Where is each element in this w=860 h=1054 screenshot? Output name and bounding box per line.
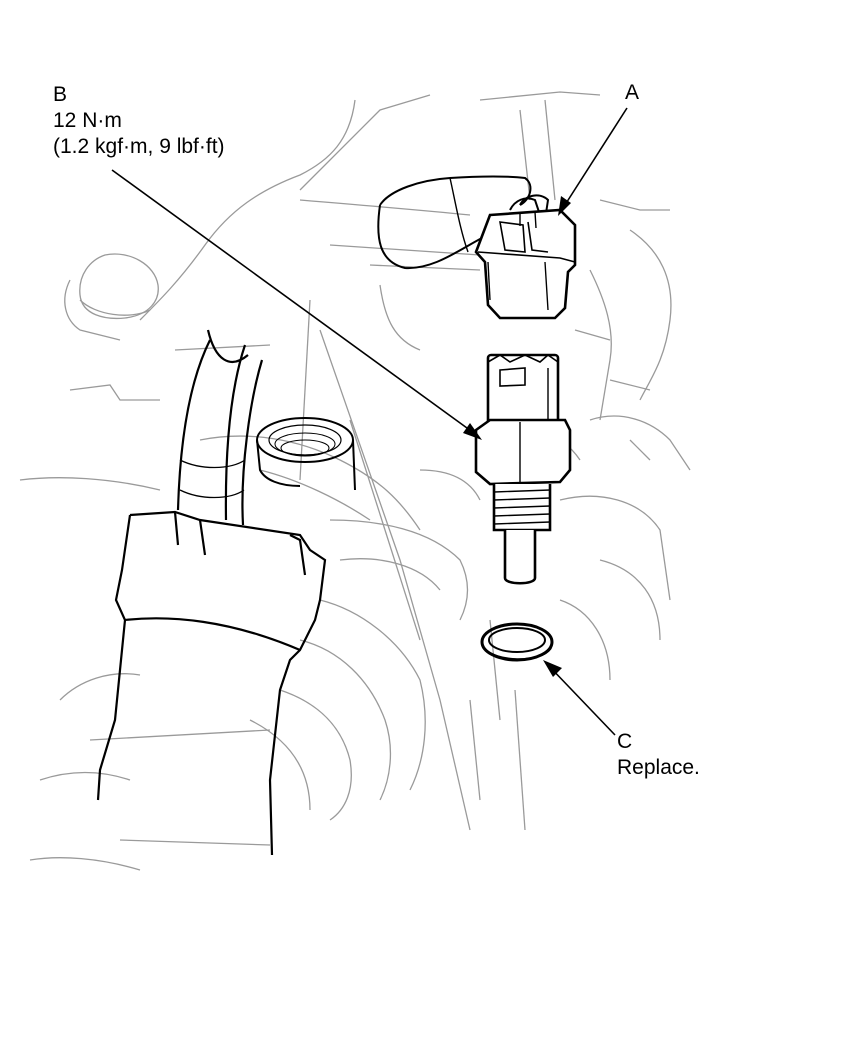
sensor-b — [474, 353, 572, 585]
wiring-harness — [176, 329, 264, 526]
callout-b-torque-alt: (1.2 kgf·m, 9 lbf·ft) — [53, 135, 225, 158]
arrowhead-b — [463, 423, 482, 440]
callout-b-letter: B — [53, 83, 68, 106]
arrowhead-a — [558, 196, 571, 216]
background-engine-lines — [19, 91, 691, 871]
callout-a-letter: A — [625, 81, 640, 104]
harness-clamp — [96, 510, 327, 856]
leader-c — [547, 664, 616, 736]
connector-a — [474, 208, 577, 320]
callout-c-note: Replace. — [617, 756, 700, 779]
leader-a — [562, 107, 628, 209]
leader-lines — [111, 107, 628, 736]
threaded-boss — [256, 417, 356, 491]
washer-c — [480, 622, 554, 662]
callout-b-torque: 12 N·m — [53, 109, 122, 132]
arrowheads — [463, 196, 571, 677]
callout-c-letter: C — [617, 730, 633, 753]
leader-b — [111, 169, 479, 437]
arrowhead-c — [543, 660, 562, 677]
